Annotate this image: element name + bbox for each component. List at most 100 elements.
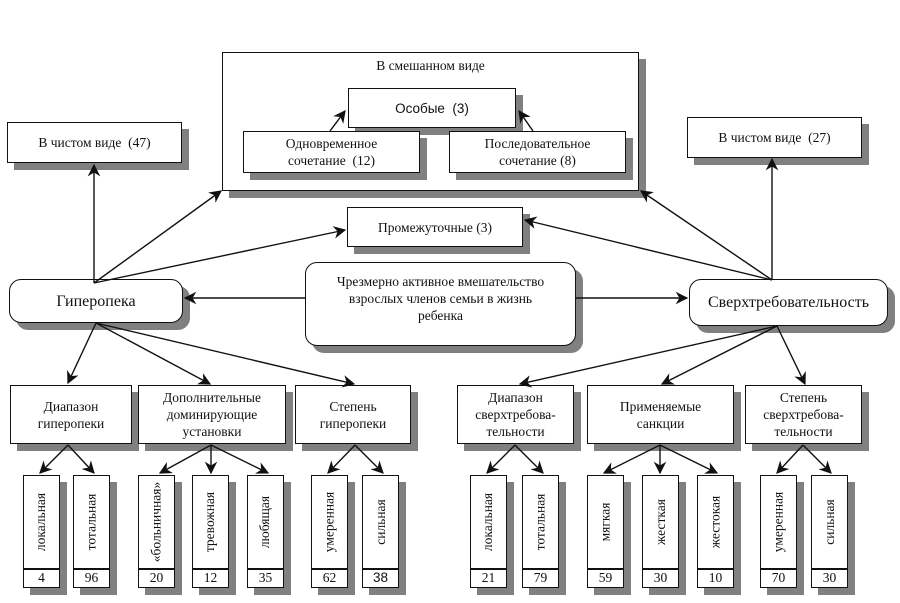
- leaf-left-loving: любящая 35: [247, 475, 284, 588]
- leaf-label: умеренная: [321, 491, 337, 553]
- hyperprotection-label: Гиперопека: [56, 292, 136, 310]
- right-category-degree: Степень сверхтребова- тельности: [745, 385, 862, 444]
- arrow-hyper-to-additional: [95, 322, 212, 385]
- pure-right-label: В чистом виде (27): [718, 130, 831, 145]
- arrow-rdegree-to-strong: [802, 444, 832, 474]
- intermediate-label: Промежуточные (3): [378, 219, 492, 235]
- arrow-range-to-local: [39, 444, 69, 474]
- simultaneous-line-1: Одновременное: [285, 136, 378, 151]
- category-line: Дополнительные: [162, 390, 261, 405]
- left-category-additional: Дополнительные доминирующие установки: [138, 385, 286, 444]
- category-line: тельности: [774, 424, 833, 439]
- leaf-left-local: локальная 4: [23, 475, 60, 588]
- leaf-label: тревожная: [202, 491, 218, 553]
- arrow-range-to-total: [67, 444, 95, 474]
- overdemanding-node: Сверхтребовательность: [689, 279, 888, 326]
- leaf-label: любящая: [257, 495, 273, 549]
- leaf-label: локальная: [33, 492, 49, 552]
- category-line: гиперопеки: [37, 415, 105, 431]
- leaf-label: сильная: [821, 499, 837, 545]
- leaf-value: 20: [149, 569, 164, 585]
- category-line: установки: [182, 424, 242, 439]
- leaf-value: 4: [38, 569, 45, 585]
- leaf-value: 59: [598, 569, 613, 585]
- leaf-value: 10: [708, 569, 723, 585]
- leaf-left-hospital: «больничная» 20: [138, 475, 175, 588]
- category-line: тельности: [486, 424, 545, 439]
- intermediate-node: Промежуточные (3): [347, 207, 523, 247]
- overdemanding-label: Сверхтребовательность: [707, 294, 870, 311]
- sequential-line-2: сочетание (8): [499, 153, 576, 168]
- sequential-line-1: Последовательное: [484, 136, 591, 151]
- arrow-rrange-to-total: [514, 444, 544, 474]
- leaf-right-soft: мягкая 59: [587, 475, 624, 588]
- arrow-sanctions-to-soft: [602, 444, 661, 474]
- leaf-left-total: тотальная 96: [73, 475, 110, 588]
- leaf-left-moderate: умеренная 62: [311, 475, 348, 588]
- left-category-range: Диапазон гиперопеки: [10, 385, 132, 444]
- category-line: Степень: [779, 390, 828, 405]
- arrow-hyper-to-mixed: [93, 190, 223, 284]
- sequential-node: Последовательное сочетание (8): [449, 131, 626, 173]
- leaf-right-harsh: жесткая 30: [642, 475, 679, 588]
- arrow-degree-to-strong: [354, 444, 384, 474]
- leaf-label: мягкая: [597, 502, 613, 542]
- left-category-degree: Степень гиперопеки: [295, 385, 411, 444]
- leaf-right-moderate: умеренная 70: [760, 475, 797, 588]
- right-category-range: Диапазон сверхтребова- тельности: [457, 385, 574, 444]
- leaf-right-total: тотальная 79: [522, 475, 559, 588]
- arrow-over-to-degree: [776, 325, 806, 386]
- arrow-additional-to-loving: [210, 444, 270, 474]
- center-node: Чрезмерно активное вмешательство взрослы…: [305, 262, 576, 346]
- leaf-value: 35: [258, 569, 273, 585]
- special-node-label: Особые (3): [395, 100, 469, 116]
- leaf-value: 30: [653, 569, 668, 585]
- leaf-label: жестокая: [707, 495, 723, 549]
- simultaneous-line-2: сочетание (12): [288, 153, 375, 168]
- category-line: сверхтребова-: [763, 407, 844, 422]
- arrow-hyper-to-range: [67, 322, 97, 385]
- leaf-value: 70: [771, 569, 786, 585]
- leaf-label: локальная: [480, 492, 496, 552]
- leaf-right-local: локальная 21: [470, 475, 507, 588]
- leaf-right-cruel: жестокая 10: [697, 475, 734, 588]
- leaf-label: «больничная»: [148, 481, 164, 563]
- category-line: Диапазон: [43, 398, 99, 414]
- category-line: санкции: [636, 415, 685, 431]
- leaf-value: 96: [84, 569, 99, 585]
- special-node: Особые (3): [348, 88, 516, 128]
- leaf-value: 38: [372, 570, 389, 585]
- hyperprotection-node: Гиперопека: [9, 279, 183, 323]
- pure-left-node: В чистом виде (47): [7, 122, 182, 163]
- center-line-1: Чрезмерно активное вмешательство: [336, 274, 545, 289]
- leaf-value: 30: [822, 569, 837, 585]
- leaf-value: 12: [203, 569, 218, 585]
- category-line: Применяемые: [619, 398, 702, 414]
- leaf-right-strong: сильная 30: [811, 475, 848, 588]
- category-line: Диапазон: [488, 390, 543, 405]
- mixed-form-title: В смешанном виде: [376, 58, 485, 73]
- arrow-additional-to-hospital: [158, 444, 212, 474]
- leaf-value: 79: [533, 569, 548, 585]
- category-line: доминирующие: [166, 407, 258, 422]
- arrow-over-to-mixed: [639, 190, 773, 281]
- arrow-degree-to-moderate: [327, 444, 356, 474]
- arrow-over-to-sanctions: [660, 325, 778, 385]
- leaf-value: 21: [481, 569, 496, 585]
- center-line-3: ребенка: [418, 308, 463, 323]
- center-line-2: взрослых членов семьи в жизнь: [348, 291, 533, 306]
- leaf-label: тотальная: [532, 493, 548, 551]
- category-line: Степень: [329, 398, 377, 414]
- pure-right-node: В чистом виде (27): [687, 117, 862, 158]
- leaf-label: сильная: [372, 499, 388, 545]
- arrow-rrange-to-local: [486, 444, 516, 474]
- leaf-left-anxious: тревожная 12: [192, 475, 229, 588]
- leaf-left-strong: сильная 38: [362, 475, 399, 588]
- simultaneous-node: Одновременное сочетание (12): [243, 131, 420, 173]
- arrow-sanctions-to-cruel: [659, 444, 719, 474]
- pure-left-label: В чистом виде (47): [38, 135, 151, 150]
- right-category-sanctions: Применяемые санкции: [587, 385, 734, 444]
- leaf-label: тотальная: [83, 493, 99, 551]
- leaf-value: 62: [322, 569, 337, 585]
- arrow-rdegree-to-moderate: [776, 444, 804, 474]
